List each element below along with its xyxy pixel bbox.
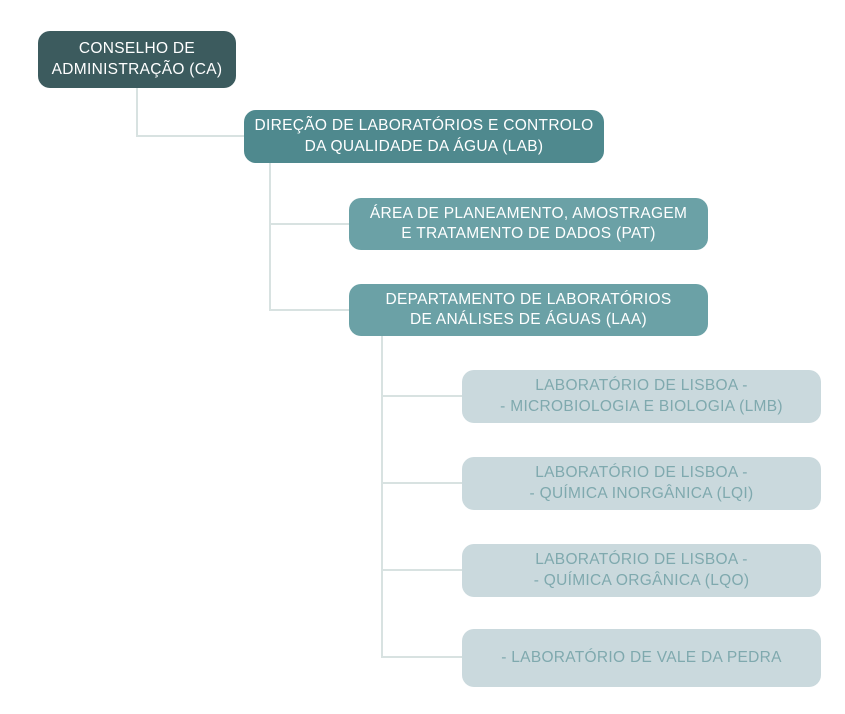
org-node-lab-lisboa-quimica-organica: LABORATÓRIO DE LISBOA - - QUÍMICA ORGÂNI… [462, 544, 821, 597]
node-label-line: - QUÍMICA ORGÂNICA (LQO) [533, 571, 750, 589]
org-node-conselho-administracao: CONSELHO DE ADMINISTRAÇÃO (CA) [38, 31, 236, 88]
org-node-direcao-laboratorios: DIREÇÃO DE LABORATÓRIOS E CONTROLO DA QU… [244, 110, 604, 163]
org-node-lab-lisboa-microbiologia: LABORATÓRIO DE LISBOA - - MICROBIOLOGIA … [462, 370, 821, 423]
node-label-line: LABORATÓRIO DE LISBOA - [535, 464, 748, 482]
connector-laa-to-lqo [381, 569, 462, 571]
node-label-line: DE ANÁLISES DE ÁGUAS (LAA) [410, 311, 647, 328]
node-label-line: DIREÇÃO DE LABORATÓRIOS E CONTROLO [254, 117, 594, 135]
connector-laa-vertical [381, 336, 383, 658]
node-label-line: LABORATÓRIO DE LISBOA - [535, 551, 748, 569]
node-label-line: E TRATAMENTO DE DADOS (PAT) [401, 225, 656, 242]
connector-ca-to-lab [136, 135, 244, 137]
connector-laa-to-lvp [381, 656, 462, 658]
node-label-line: CONSELHO DE [78, 40, 196, 58]
org-node-area-planeamento: ÁREA DE PLANEAMENTO, AMOSTRAGEM E TRATAM… [349, 198, 708, 250]
connector-ca-vertical [136, 88, 138, 137]
node-label-line: ADMINISTRAÇÃO (CA) [51, 60, 223, 78]
node-label-line: LABORATÓRIO DE LISBOA - [535, 377, 748, 395]
connector-laa-to-lqi [381, 482, 462, 484]
node-label-line: DA QUALIDADE DA ÁGUA (LAB) [304, 137, 544, 155]
node-label-line: - QUÍMICA INORGÂNICA (LQI) [529, 484, 754, 502]
connector-laa-to-lmb [381, 395, 462, 397]
connector-lab-to-pat [269, 223, 349, 225]
node-label-line: DEPARTAMENTO DE LABORATÓRIOS [385, 290, 672, 308]
org-node-lab-vale-da-pedra: - LABORATÓRIO DE VALE DA PEDRA [462, 629, 821, 687]
connector-lab-to-laa [269, 309, 349, 311]
org-node-lab-lisboa-quimica-inorganica: LABORATÓRIO DE LISBOA - - QUÍMICA INORGÂ… [462, 457, 821, 510]
node-label-line: ÁREA DE PLANEAMENTO, AMOSTRAGEM [369, 204, 688, 222]
org-node-departamento-laboratorios: DEPARTAMENTO DE LABORATÓRIOS DE ANÁLISES… [349, 284, 708, 336]
node-label-line: - MICROBIOLOGIA E BIOLOGIA (LMB) [500, 397, 783, 415]
node-label-line: - LABORATÓRIO DE VALE DA PEDRA [501, 648, 782, 666]
connector-lab-vertical [269, 163, 271, 311]
